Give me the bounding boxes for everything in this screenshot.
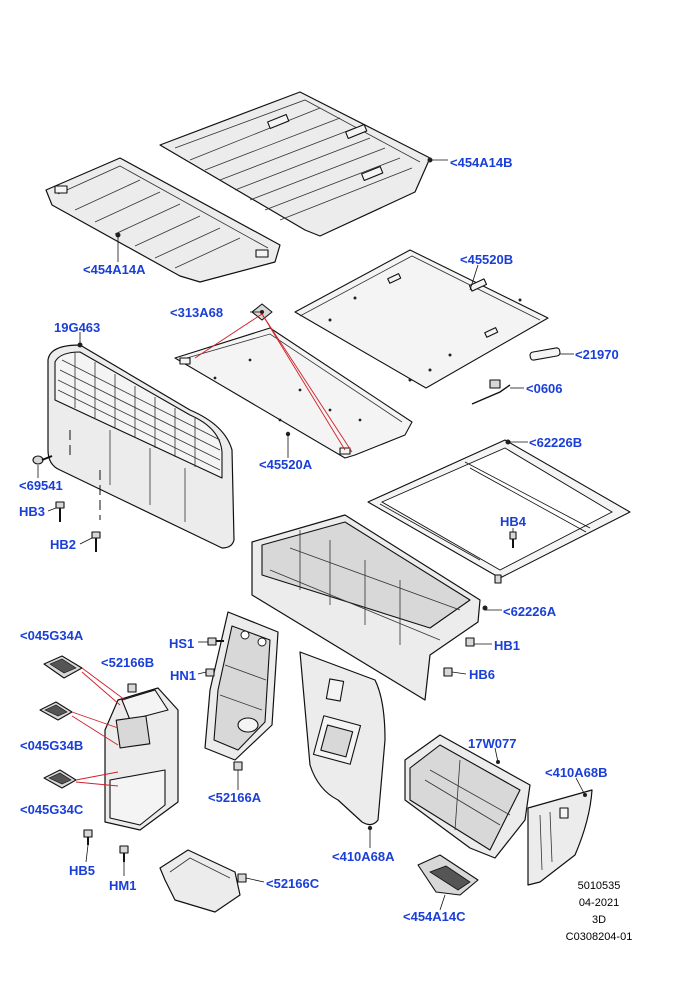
bolt-HB5[interactable]	[83, 829, 93, 845]
floor-panel-454A14B[interactable]	[159, 91, 433, 237]
bolt-HB3[interactable]	[55, 501, 65, 522]
bracket-52166A[interactable]	[204, 611, 279, 771]
callout-313A68[interactable]: <313A68	[170, 305, 224, 320]
bolt-HB2[interactable]	[91, 531, 101, 552]
nut-HN1[interactable]	[205, 668, 215, 677]
footer-illustration-code: C0308204-01	[565, 931, 633, 943]
tray-045G34A[interactable]	[43, 655, 83, 679]
callout-HB4[interactable]: HB4	[500, 514, 527, 529]
bolt-69541[interactable]	[32, 455, 53, 465]
callout-HM1[interactable]: HM1	[109, 878, 137, 893]
callout-410A68A[interactable]: <410A68A	[332, 849, 395, 864]
callout-21970[interactable]: <21970	[575, 347, 619, 362]
trim-panel-410A68A[interactable]	[299, 651, 386, 831]
callout-045G34A[interactable]: <045G34A	[20, 628, 84, 643]
bolt-HM1[interactable]	[119, 845, 129, 862]
callout-52166B[interactable]: <52166B	[101, 655, 155, 670]
cargo-partition-19G463[interactable]	[47, 342, 235, 549]
callout-454A14A[interactable]: <454A14A	[83, 262, 146, 277]
callout-HB6[interactable]: HB6	[469, 667, 496, 682]
duct-52166C[interactable]	[159, 849, 247, 913]
rail-frame-62226B[interactable]	[367, 439, 631, 584]
storage-box-17W077[interactable]	[404, 734, 531, 859]
callout-454A14B[interactable]: <454A14B	[450, 155, 513, 170]
leader-lines	[37, 159, 586, 911]
cargo-net-mesh	[57, 352, 221, 471]
bolt-HB6[interactable]	[443, 667, 453, 677]
callout-62226B[interactable]: <62226B	[529, 435, 583, 450]
callout-0606[interactable]: <0606	[526, 381, 563, 396]
callout-HB2[interactable]: HB2	[50, 537, 77, 552]
bolt-HB1[interactable]	[465, 637, 475, 647]
callout-HN1[interactable]: HN1	[170, 668, 197, 683]
callout-45520B[interactable]: <45520B	[460, 252, 514, 267]
callout-52166A[interactable]: <52166A	[208, 790, 262, 805]
callout-69541[interactable]: <69541	[19, 478, 63, 493]
load-floor-45520B[interactable]	[294, 249, 549, 389]
callout-19G463[interactable]: 19G463	[54, 320, 101, 335]
tray-045G34B[interactable]	[39, 701, 73, 721]
callout-410A68B[interactable]: <410A68B	[545, 765, 608, 780]
callout-45520A[interactable]: <45520A	[259, 457, 313, 472]
tower-housing-52166B[interactable]	[104, 683, 179, 831]
footer-date: 04-2021	[578, 897, 620, 909]
callout-HB5[interactable]: HB5	[69, 863, 96, 878]
callout-17W077[interactable]: 17W077	[468, 736, 517, 751]
tray-045G34C[interactable]	[43, 769, 77, 789]
cover-454A14C[interactable]	[417, 854, 479, 896]
footer-view-type: 3D	[591, 914, 607, 926]
chassis-frame-62226A[interactable]	[251, 514, 488, 701]
callout-62226A[interactable]: <62226A	[503, 604, 557, 619]
strap-21970[interactable]	[529, 347, 561, 361]
footer-reference-number: 5010535	[577, 880, 621, 892]
callout-045G34B[interactable]: <045G34B	[20, 738, 84, 753]
callout-HB1[interactable]: HB1	[494, 638, 521, 653]
callout-045G34C[interactable]: <045G34C	[20, 802, 84, 817]
floor-panel-454A14A[interactable]	[45, 157, 281, 283]
callout-52166C[interactable]: <52166C	[266, 876, 320, 891]
callout-HB3[interactable]: HB3	[19, 504, 46, 519]
callout-HS1[interactable]: HS1	[169, 636, 195, 651]
bolt-HS1[interactable]	[207, 637, 224, 646]
callout-454A14C[interactable]: <454A14C	[403, 909, 466, 924]
bracket-0606[interactable]	[471, 379, 511, 405]
trim-panel-410A68B[interactable]	[527, 789, 593, 886]
load-floor-45520A[interactable]	[174, 327, 413, 459]
